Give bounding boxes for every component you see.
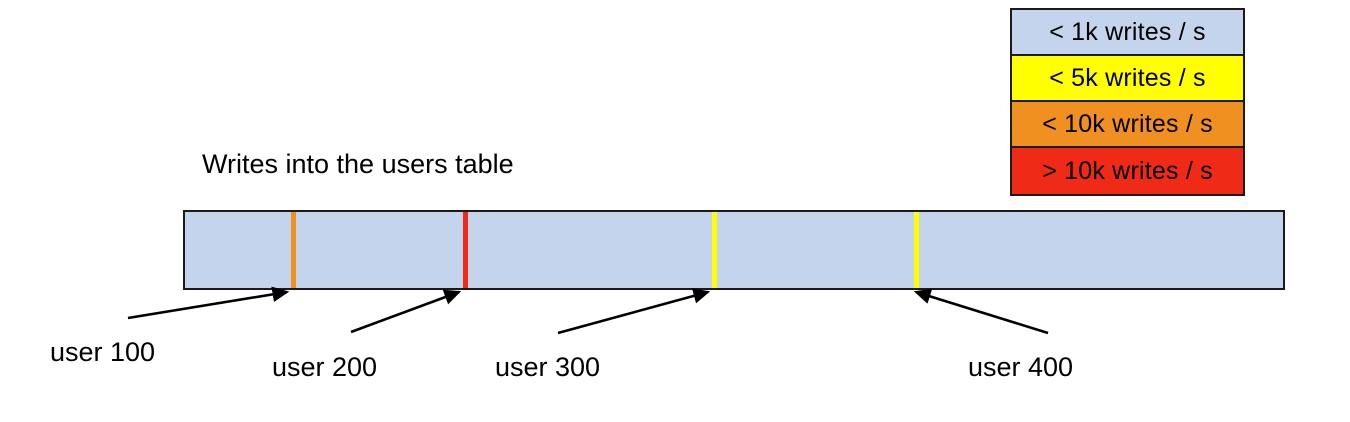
- marker-user-100: [291, 212, 296, 288]
- legend-label: < 10k writes / s: [1042, 109, 1213, 138]
- arrow-user-400: [913, 288, 1049, 335]
- marker-user-300: [712, 212, 717, 288]
- arrow-user-200: [350, 289, 462, 334]
- marker-user-400: [914, 212, 919, 288]
- callout-label-user-400: user 400: [968, 352, 1074, 382]
- legend-label: < 1k writes / s: [1049, 17, 1206, 46]
- legend-row-lt-10k: < 10k writes / s: [1012, 102, 1243, 148]
- legend-row-gt-10k: > 10k writes / s: [1012, 148, 1243, 194]
- legend-label: > 10k writes / s: [1042, 156, 1213, 185]
- callout-label-user-300: user 300: [495, 352, 601, 382]
- legend-row-lt-1k: < 1k writes / s: [1012, 10, 1243, 56]
- legend-label: < 5k writes / s: [1049, 63, 1206, 92]
- users-table-bar: [183, 210, 1285, 290]
- arrow-user-300: [557, 288, 711, 335]
- marker-user-200: [463, 212, 468, 288]
- legend-row-lt-5k: < 5k writes / s: [1012, 56, 1243, 102]
- arrow-user-100: [127, 286, 290, 320]
- callout-label-user-100: user 100: [50, 337, 156, 367]
- callout-label-user-200: user 200: [272, 352, 378, 382]
- legend: < 1k writes / s < 5k writes / s < 10k wr…: [1010, 8, 1245, 196]
- diagram-title: Writes into the users table: [202, 149, 514, 179]
